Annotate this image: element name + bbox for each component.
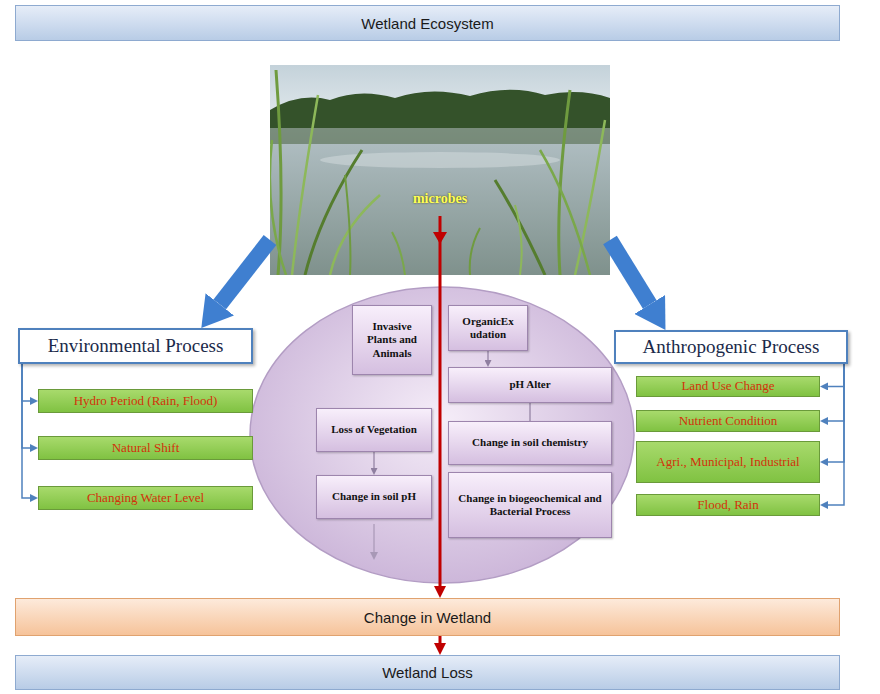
process-ellipse (250, 287, 634, 583)
wetland-photo (270, 65, 610, 275)
block-arrow (220, 240, 270, 304)
connector-group (22, 240, 844, 643)
photo-node: microbes (270, 65, 610, 275)
connector-arrow (22, 364, 30, 448)
factor-box: Natural Shift (38, 436, 253, 460)
trailing-line (373, 524, 374, 556)
effect-box: Change in soil chemistry (448, 421, 612, 465)
reed-stem (575, 120, 605, 275)
effect-box: Change in soil pH (316, 475, 432, 519)
reed-stem (515, 205, 522, 275)
node-label: Change in soil pH (332, 490, 416, 503)
factor-box: Hydro Period (Rain, Flood) (38, 389, 253, 413)
node-label: Invasive Plants and Animals (357, 320, 427, 360)
effect-box: Loss of Vegetation (316, 408, 432, 452)
connector-arrow (439, 275, 442, 586)
photo-reflection (270, 128, 610, 144)
process-header: Environmental Process (18, 328, 253, 364)
connector-arrow (828, 364, 844, 505)
effect-box: Change in biogeochemical and Bacterial P… (448, 472, 612, 538)
node-label: Nutrient Condition (679, 414, 778, 429)
factor-box: Nutrient Condition (636, 410, 820, 432)
node-label: Loss of Vegetation (331, 423, 417, 436)
connector-arrow (22, 364, 30, 401)
reed-stem (559, 90, 570, 275)
result-band: Wetland Loss (15, 655, 840, 690)
effect-box: Invasive Plants and Animals (352, 305, 432, 375)
node-label: Change in biogeochemical and Bacterial P… (453, 492, 607, 518)
connector-arrow (828, 364, 844, 386)
factor-box: Land Use Change (636, 376, 820, 397)
node-label: Wetland Ecosystem (361, 15, 493, 32)
reed-leaf (330, 195, 380, 275)
node-label: OrganicEx udation (453, 315, 523, 341)
connector-arrow (828, 364, 844, 421)
result-band: Change in Wetland (15, 598, 840, 636)
connector-arrow (487, 351, 488, 360)
reed-leaf (270, 140, 286, 275)
node-label: Change in Wetland (364, 609, 491, 626)
connector-arrow (373, 452, 374, 468)
reed-leaf (392, 232, 405, 275)
effect-box: OrganicEx udation (448, 305, 528, 351)
node-label: microbes (413, 191, 467, 207)
reed-leaf (495, 180, 545, 275)
trailing-arrowhead (370, 552, 378, 560)
node-label: Flood, Rain (697, 498, 758, 513)
reed-stem (345, 175, 350, 275)
block-arrow (610, 240, 650, 304)
connector-arrow (439, 636, 442, 643)
microbe-line (439, 216, 442, 275)
factor-box: Changing Water Level (38, 486, 253, 510)
reed-leaf (305, 150, 362, 275)
title-band: Wetland Ecosystem (15, 5, 840, 41)
reed-leaf (540, 150, 590, 275)
connector-arrow (22, 364, 30, 498)
process-header: Anthropogenic Process (614, 330, 848, 364)
effect-box: pH Alter (448, 367, 612, 403)
node-label: Land Use Change (681, 379, 774, 394)
node-label: Change in soil chemistry (472, 436, 588, 449)
node-label: Anthropogenic Process (643, 336, 820, 358)
microbe-arrowhead (433, 232, 447, 244)
factor-box: Agri., Municipal, Industrial (636, 441, 820, 483)
node-label: Wetland Loss (382, 664, 473, 681)
node-label: Environmental Process (48, 335, 224, 357)
connector-arrow (529, 403, 530, 421)
node-label: Agri., Municipal, Industrial (656, 455, 799, 470)
node-label: pH Alter (509, 378, 550, 391)
node-label: Hydro Period (Rain, Flood) (74, 394, 218, 409)
connector-arrow (828, 364, 844, 462)
node-label: Natural Shift (112, 441, 180, 456)
node-label: Changing Water Level (87, 491, 204, 506)
reed-leaf (470, 228, 480, 275)
factor-box: Flood, Rain (636, 494, 820, 516)
